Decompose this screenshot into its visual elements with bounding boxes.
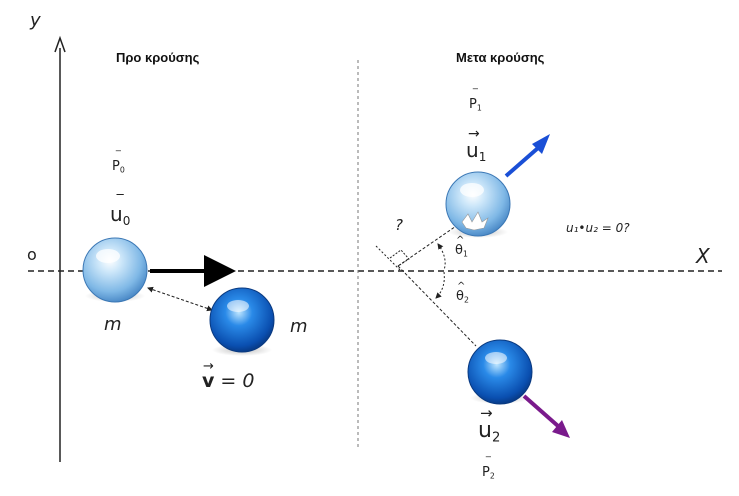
right-angle-mark: [389, 249, 410, 267]
theta2-arc: [435, 271, 445, 299]
y-axis-arrowhead: [54, 35, 66, 53]
right-angle-question: ?: [395, 216, 403, 234]
title-before: Προ κρούσης: [116, 50, 200, 65]
ball-highlight: [227, 300, 249, 312]
ball-highlight: [96, 249, 120, 263]
velocity-u1-label: →u1: [466, 126, 487, 165]
theta2-label: ^θ2: [456, 281, 469, 305]
velocity-u2-label: →u2: [478, 404, 501, 446]
mass-moving-label: m: [104, 314, 122, 335]
origin-label: o: [27, 245, 37, 264]
direction-line-2: [397, 265, 477, 347]
x-axis-label: X: [696, 244, 710, 268]
ball-moving: [82, 237, 148, 303]
theta1-arc: [437, 243, 446, 271]
perpendicular-helper: [375, 245, 401, 271]
ball-target: [209, 287, 275, 353]
ball-2-after: [467, 339, 533, 405]
direction-line-1: [397, 221, 463, 267]
velocity-u1-arrowhead: [532, 134, 550, 154]
target-velocity-label: →v = 0: [202, 359, 255, 392]
theta1-label: ^θ1: [455, 235, 468, 259]
velocity-u2-arrowhead: [552, 420, 570, 438]
title-after: Μετα κρούσης: [456, 50, 545, 65]
ball-highlight: [460, 183, 484, 197]
velocity-u1-arrow: [504, 146, 540, 178]
momentum-p2-label: ‾P2: [482, 456, 495, 481]
momentum-p1-label: ‾P1: [469, 88, 482, 113]
impact-flash: [461, 211, 489, 231]
momentum-p0-label: ‾P0: [112, 150, 125, 175]
y-axis-label: y: [30, 10, 41, 31]
mass-target-label: m: [290, 316, 308, 337]
velocity-u2-arrow: [522, 394, 560, 428]
ball-highlight: [485, 352, 507, 364]
velocity-u0-label: ‾u0: [110, 193, 131, 229]
dot-product-question: u₁•u₂ = 0?: [566, 221, 630, 235]
contact-line: [147, 286, 213, 312]
